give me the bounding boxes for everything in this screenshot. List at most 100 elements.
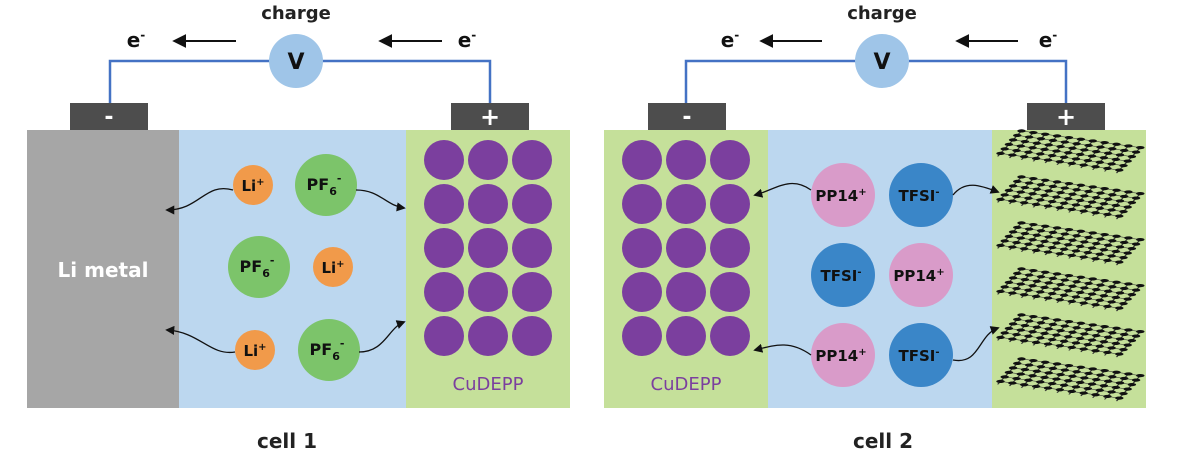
li-ion-label: Li+ (241, 177, 264, 195)
li-ion-label: Li+ (321, 259, 344, 277)
cell2-electron-right: e- (1039, 28, 1058, 52)
cudepp-particle (512, 140, 552, 180)
tfsi-ion-circle (889, 323, 953, 387)
cell2-voltmeter-label: V (873, 50, 890, 75)
pf6-ion-circle (298, 319, 360, 381)
cudepp-particle (468, 184, 508, 224)
cudepp-particle (710, 272, 750, 312)
cell1-negative-terminal (70, 103, 148, 130)
cudepp-particle (512, 184, 552, 224)
cudepp-particle (424, 228, 464, 268)
cell1-electron-left: e- (127, 28, 146, 52)
cudepp-particle (424, 184, 464, 224)
cudepp-particle (512, 316, 552, 356)
cudepp-particle (468, 140, 508, 180)
pp14-ion-circle (889, 243, 953, 307)
graphite-sheet (996, 357, 1145, 402)
cell2-positive-terminal (1027, 103, 1105, 130)
cell1-migration-arrow (165, 187, 234, 215)
cudepp-particle (424, 272, 464, 312)
cell1-voltmeter (269, 34, 323, 88)
tfsi-ion-circle (889, 163, 953, 227)
cell1-cathode-label: CuDEPP (453, 374, 524, 395)
cudepp-particle (666, 140, 706, 180)
cudepp-particle (468, 272, 508, 312)
cudepp-particle (710, 228, 750, 268)
graphite-sheet (996, 175, 1145, 220)
pf6-ion-label: PF6- (240, 254, 275, 280)
graphite-sheet (996, 267, 1145, 312)
pp14-ion-label: PP14+ (893, 267, 944, 285)
cell2-migration-arrow (753, 343, 812, 356)
cell1-voltmeter-label: V (287, 50, 304, 75)
graphite-sheet (996, 313, 1145, 358)
tfsi-ion-label: TFSI- (898, 187, 939, 205)
cell2-positive-terminal-label: + (1056, 103, 1076, 131)
graphite-sheet (996, 129, 1145, 174)
cell2-negative-terminal-label: - (682, 105, 691, 130)
cell-1-caption: cell 1 (256, 429, 317, 453)
cudepp-particle (512, 272, 552, 312)
cell-2: V charge e- e- - + CuDE (604, 3, 1146, 408)
cudepp-particle (622, 184, 662, 224)
cell2-migration-arrow (952, 184, 1000, 196)
cell2-electrolyte (768, 130, 992, 408)
tfsi-ion-circle (811, 243, 875, 307)
cell1-cudepp-particles (424, 140, 552, 356)
cell1-electrolyte (179, 130, 406, 408)
cell1-migration-arrow (358, 320, 406, 353)
cell1-anode-label: Li metal (58, 258, 149, 282)
pf6-ion-label: PF6- (310, 337, 345, 363)
cell2-cudepp-particles (622, 140, 750, 356)
cell1-migration-arrow (355, 189, 406, 212)
cell1-charge-label: charge (261, 3, 331, 24)
cell2-electron-left: e- (721, 28, 740, 52)
cell2-anode-label: CuDEPP (651, 374, 722, 395)
cell2-migration-arrow (753, 182, 812, 198)
cell2-negative-terminal (648, 103, 726, 130)
pf6-ion-circle (228, 236, 290, 298)
graphite-layers (996, 129, 1145, 402)
cell1-positive-terminal-label: + (480, 103, 500, 131)
cudepp-particle (666, 272, 706, 312)
tfsi-ion-label: TFSI- (898, 347, 939, 365)
cudepp-particle (710, 140, 750, 180)
pf6-ion-label: PF6- (307, 172, 342, 198)
cell1-li-metal-anode (27, 130, 179, 408)
tfsi-ion-label: TFSI- (820, 267, 861, 285)
cudepp-particle (622, 228, 662, 268)
cell1-positive-terminal (451, 103, 529, 130)
cudepp-particle (622, 140, 662, 180)
cell2-voltmeter (855, 34, 909, 88)
li-ion-circle (235, 330, 275, 370)
cudepp-particle (468, 228, 508, 268)
cudepp-particle (710, 184, 750, 224)
cell1-electron-right: e- (458, 28, 477, 52)
cudepp-particle (622, 316, 662, 356)
pp14-ion-label: PP14+ (815, 187, 866, 205)
cudepp-particle (710, 316, 750, 356)
cudepp-particle (666, 316, 706, 356)
li-ion-circle (313, 247, 353, 287)
li-ion-label: Li+ (243, 342, 266, 360)
cudepp-particle (512, 228, 552, 268)
pp14-ion-label: PP14+ (815, 347, 866, 365)
cudepp-particle (468, 316, 508, 356)
pf6-ion-circle (295, 154, 357, 216)
cell2-migration-arrow (952, 326, 1000, 362)
cudepp-particle (666, 184, 706, 224)
cell1-negative-terminal-label: - (104, 105, 113, 130)
cudepp-particle (622, 272, 662, 312)
graphite-sheet (996, 221, 1145, 266)
cudepp-particle (424, 140, 464, 180)
cudepp-particle (666, 228, 706, 268)
li-ion-circle (233, 165, 273, 205)
cudepp-particle (424, 316, 464, 356)
pp14-ion-circle (811, 323, 875, 387)
cell-1: V charge e- e- - + Li metal (27, 3, 570, 408)
cell1-migration-arrow (165, 325, 236, 354)
cell-2-caption: cell 2 (852, 429, 913, 453)
cell2-charge-label: charge (847, 3, 917, 24)
pp14-ion-circle (811, 163, 875, 227)
